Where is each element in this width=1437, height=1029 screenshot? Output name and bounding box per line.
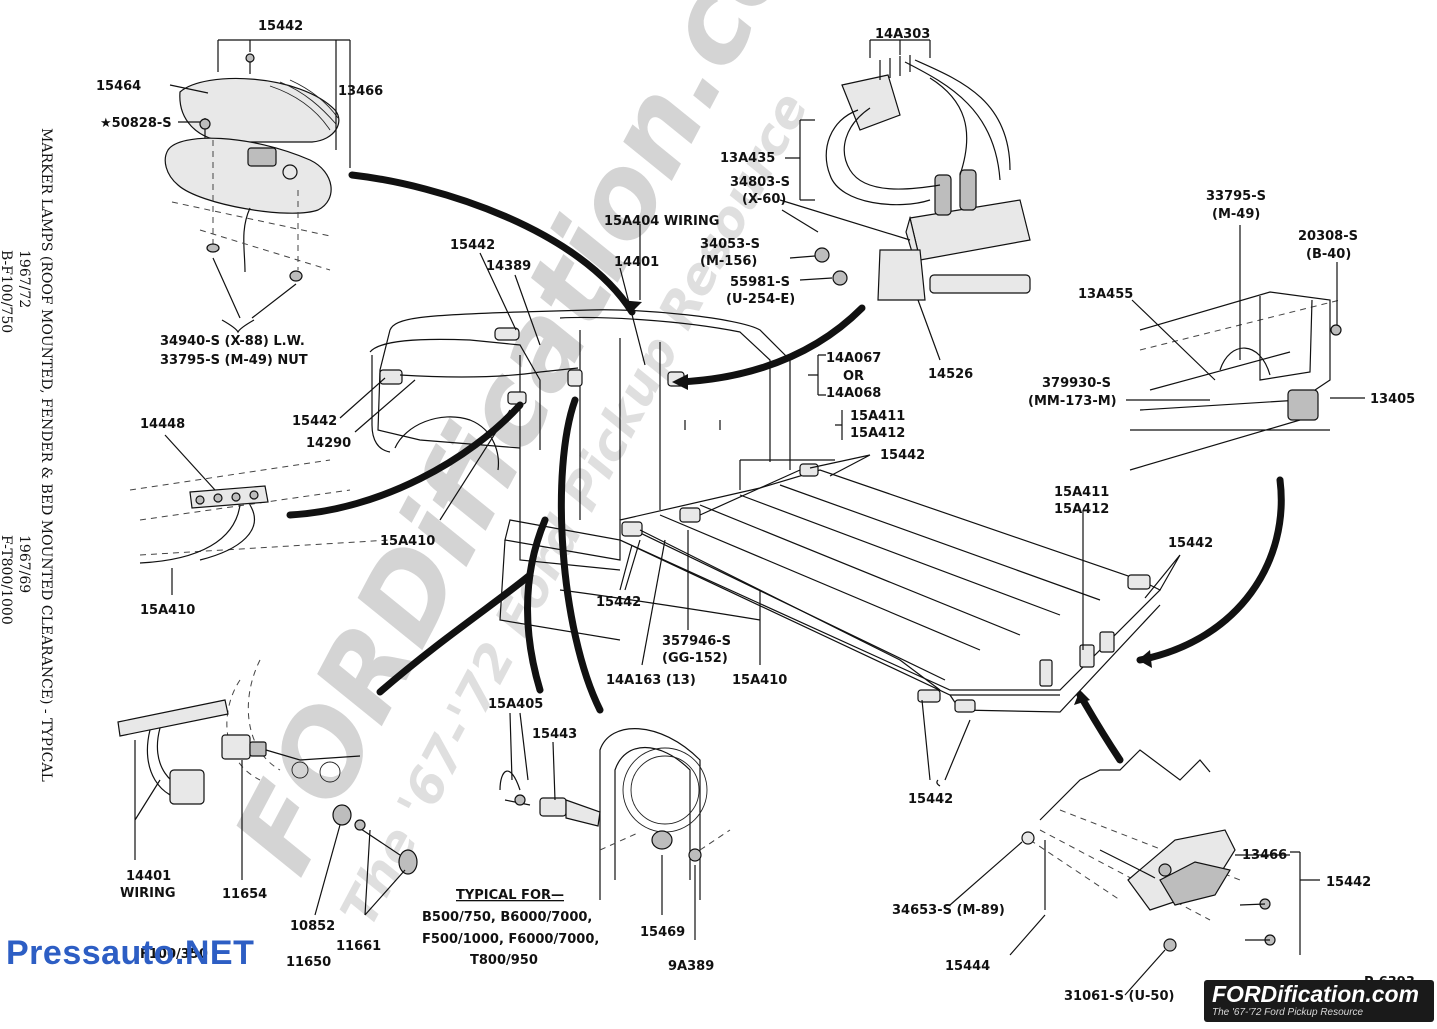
part-labels: 15442 15464 13466 ★50828-S 34940-S (X-88…: [96, 19, 1415, 1004]
label-15A404: 15A404 WIRING: [604, 214, 719, 229]
label-15442-bedtop: 15442: [880, 448, 925, 463]
label-15A411-a: 15A411: [850, 409, 905, 424]
leader-lines: [339, 224, 1181, 787]
label-34940: 34940-S (X-88) L.W.: [160, 334, 305, 349]
label-34653: 34653-S (M-89): [892, 903, 1005, 918]
truck-cab: [369, 309, 791, 571]
label-14A067: 14A067: [826, 351, 881, 366]
label-10852: 10852: [290, 919, 335, 934]
switch-and-housing: [499, 712, 731, 940]
label-15A412-a: 15A412: [850, 426, 905, 441]
label-15A410-mid: 15A410: [380, 534, 435, 549]
label-15A410-left: 15A410: [140, 603, 195, 618]
label-13466-bottom: 13466: [1242, 848, 1287, 863]
logo-title: FORDification.com: [1212, 981, 1420, 1007]
label-11654: 11654: [222, 887, 267, 902]
label-or: OR: [843, 369, 864, 384]
label-14401: 14401: [614, 255, 659, 270]
label-33795-m49-a: 33795-S: [1206, 189, 1266, 204]
label-14401-wiring-a: 14401: [126, 869, 171, 884]
truck-bed: [499, 463, 1162, 713]
label-357946-a: 357946-S: [662, 634, 731, 649]
label-33795-m49-b: (M-49): [1212, 207, 1260, 222]
rear-clearance-assembly: [1126, 225, 1365, 471]
label-11650: 11650: [286, 955, 331, 970]
left-bottom-components: [117, 659, 418, 916]
typical-line2: F500/1000, F6000/7000,: [422, 932, 599, 947]
label-15442-cab: 15442: [450, 238, 495, 253]
label-20308-a: 20308-S: [1298, 229, 1358, 244]
label-9A389: 9A389: [668, 959, 714, 974]
label-34803-a: 34803-S: [730, 175, 790, 190]
label-13405: 13405: [1370, 392, 1415, 407]
logo-subtitle: The '67-'72 Ford Pickup Resource: [1212, 1007, 1364, 1018]
fender-lamp: [129, 434, 391, 595]
label-55981-b: (U-254-E): [726, 292, 795, 307]
side-title-model-b: F-T800/1000: [0, 535, 14, 625]
label-15A405: 15A405: [488, 697, 543, 712]
typical-line3: T800/950: [470, 953, 538, 968]
typical-heading: TYPICAL FOR—: [456, 888, 564, 903]
label-14526: 14526: [928, 367, 973, 382]
bracket-clearance-lamp: [949, 749, 1320, 996]
label-14290: 14290: [306, 436, 351, 451]
roof-marker-lamp: [164, 39, 351, 334]
label-15464: 15464: [96, 79, 141, 94]
fordification-logo: FORDification.com The '67-'72 Ford Picku…: [1204, 980, 1434, 1022]
label-15442-fender: 15442: [292, 414, 337, 429]
label-15A411-b: 15A411: [1054, 485, 1109, 500]
label-15442-top: 15442: [258, 19, 303, 34]
label-15A412-b: 15A412: [1054, 502, 1109, 517]
label-379930-a: 379930-S: [1042, 376, 1111, 391]
label-15444: 15444: [945, 959, 990, 974]
label-50828: ★50828-S: [100, 116, 172, 131]
label-14A303: 14A303: [875, 27, 930, 42]
label-13466-top: 13466: [338, 84, 383, 99]
side-title-year-a: 1967/72: [16, 250, 32, 308]
label-14448: 14448: [140, 417, 185, 432]
label-20308-b: (B-40): [1306, 247, 1351, 262]
label-15442-bottomright: 15442: [1326, 875, 1371, 890]
label-14389: 14389: [486, 259, 531, 274]
label-14401-wiring-b: WIRING: [120, 886, 176, 901]
label-13A435: 13A435: [720, 151, 775, 166]
label-fmodel: F100/350: [140, 947, 208, 962]
typical-line1: B500/750, B6000/7000,: [422, 910, 592, 925]
label-33795-nut: 33795-S (M-49) NUT: [160, 353, 308, 368]
label-15A410-bed: 15A410: [732, 673, 787, 688]
label-11661: 11661: [336, 939, 381, 954]
side-title-year-b: 1967/69: [16, 535, 32, 593]
label-14A068: 14A068: [826, 386, 881, 401]
label-34053-b: (M-156): [700, 254, 757, 269]
label-14A163: 14A163 (13): [606, 673, 696, 688]
label-55981-a: 55981-S: [730, 275, 790, 290]
relay-assembly: [779, 39, 1031, 361]
label-34053-a: 34053-S: [700, 237, 760, 252]
label-379930-b: (MM-173-M): [1028, 394, 1117, 409]
label-13A455: 13A455: [1078, 287, 1133, 302]
label-15442-bedright: 15442: [1168, 536, 1213, 551]
label-357946-b: (GG-152): [662, 651, 728, 666]
connection-arrows: [286, 171, 1285, 764]
side-title-model-a: B-F100/750: [0, 250, 14, 333]
label-15469: 15469: [640, 925, 685, 940]
label-31061: 31061-S (U-50): [1064, 989, 1174, 1004]
label-34803-b: (X-60): [742, 192, 786, 207]
pressauto-watermark: Pressauto.NET: [6, 934, 255, 972]
side-title-line1: MARKER LAMPS (ROOF MOUNTED, FENDER & BED…: [38, 128, 54, 782]
label-15443: 15443: [532, 727, 577, 742]
label-15442-bedbottom: 15442: [908, 792, 953, 807]
label-15442-bedleft: 15442: [596, 595, 641, 610]
side-title: MARKER LAMPS (ROOF MOUNTED, FENDER & BED…: [0, 128, 54, 782]
